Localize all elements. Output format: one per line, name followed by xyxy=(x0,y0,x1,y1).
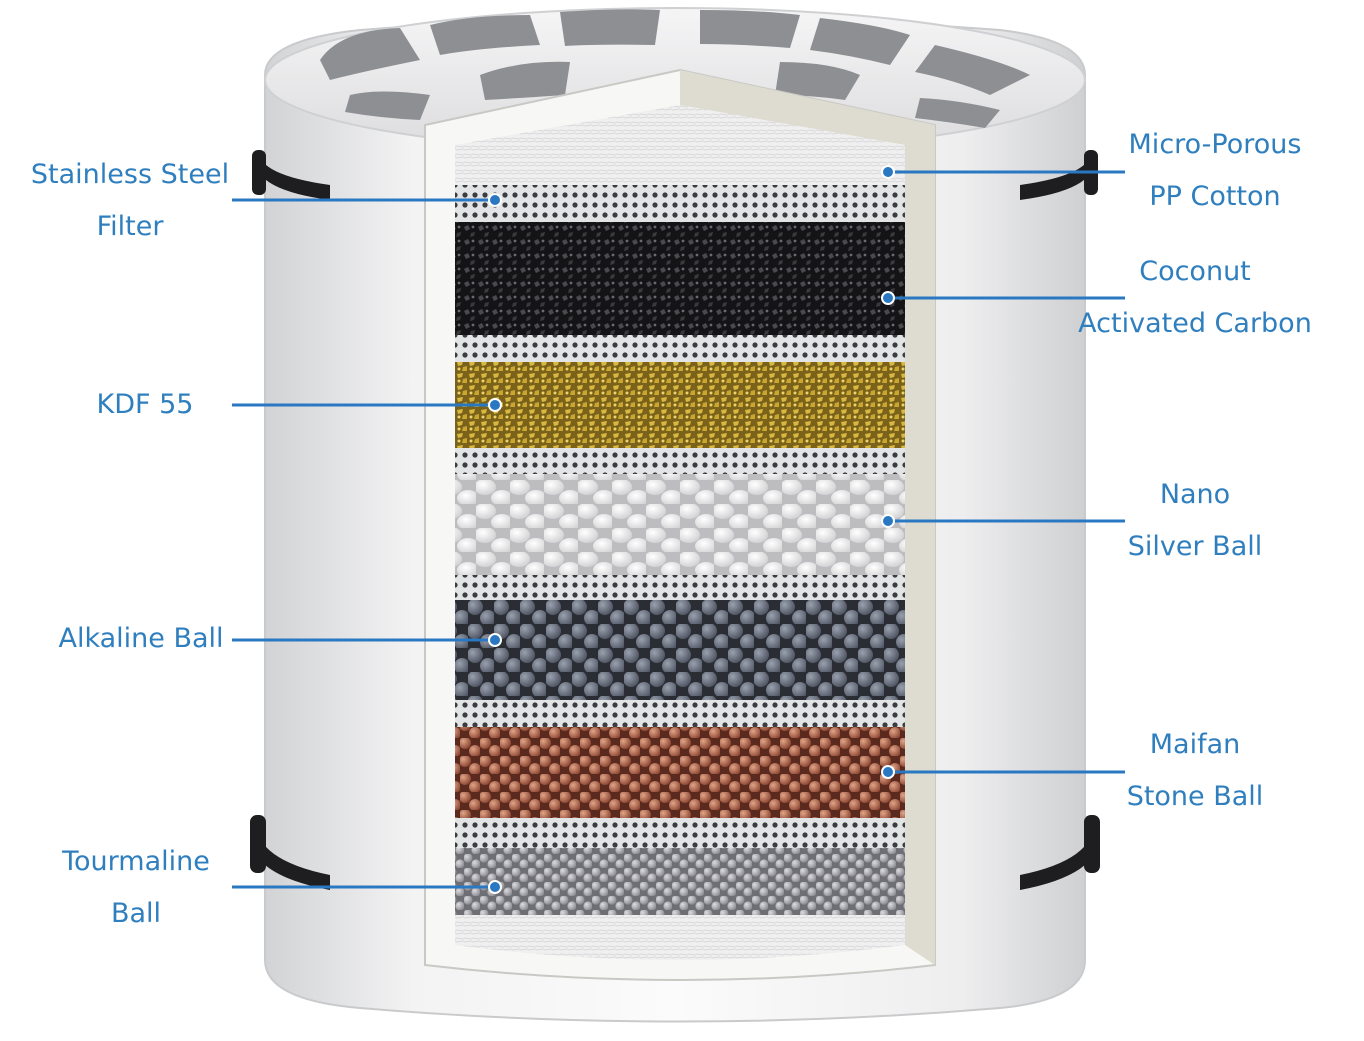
layer-bottom-cotton xyxy=(455,915,905,960)
top-cap-openings xyxy=(320,9,1030,128)
layer-steel-mesh-1 xyxy=(455,185,905,225)
upper-seal-ring xyxy=(255,150,330,200)
cutaway-right-wall xyxy=(680,70,935,965)
leader-dot-pp-cotton xyxy=(881,165,895,179)
layer-steel-mesh-6 xyxy=(455,818,905,850)
label-kdf55: KDF 55 xyxy=(60,379,230,431)
layer-steel-mesh-3 xyxy=(455,448,905,476)
leader-dot-stainless-steel xyxy=(488,193,502,207)
leader-dot-carbon xyxy=(881,291,895,305)
label-line: Micro-Porous xyxy=(1128,129,1302,160)
filter-layers xyxy=(455,105,905,960)
label-line: KDF 55 xyxy=(96,389,194,420)
label-tourmaline-ball: Tourmaline Ball xyxy=(40,836,232,940)
leader-dot-nano-silver xyxy=(881,514,895,528)
label-line: Ball xyxy=(110,898,162,929)
layer-tourmaline xyxy=(455,848,905,918)
layer-kdf55 xyxy=(455,362,905,452)
lower-seal-ring xyxy=(250,820,330,890)
layer-steel-mesh-5 xyxy=(455,700,905,730)
label-alkaline-ball: Alkaline Ball xyxy=(50,613,232,665)
label-line: Filter xyxy=(96,211,164,242)
layer-alkaline xyxy=(455,600,905,705)
lower-seal-ring-right-edge xyxy=(1084,815,1100,873)
lower-seal-ring-right xyxy=(1020,820,1100,890)
label-line: Activated Carbon xyxy=(1078,308,1312,339)
label-line: Maifan xyxy=(1149,729,1241,760)
leader-dot-tourmaline xyxy=(488,880,502,894)
layer-steel-mesh-4 xyxy=(455,575,905,603)
upper-seal-ring-right xyxy=(1020,150,1095,200)
leader-lines xyxy=(232,165,1125,894)
label-line: Nano xyxy=(1159,479,1231,510)
label-line: Silver Ball xyxy=(1127,531,1263,562)
layer-steel-mesh-2 xyxy=(455,335,905,365)
lower-seal-ring-left-edge xyxy=(250,815,266,873)
leader-dot-maifan xyxy=(881,765,895,779)
label-nano-silver-ball: Nano Silver Ball xyxy=(1110,469,1280,573)
label-coconut-activated-carbon: Coconut Activated Carbon xyxy=(1075,246,1315,350)
layer-coconut-carbon xyxy=(455,222,905,340)
label-line: Tourmaline xyxy=(62,846,210,877)
layer-nano-silver xyxy=(455,474,905,580)
upper-seal-ring-left-edge xyxy=(252,150,266,195)
layer-maifan xyxy=(455,727,905,823)
label-stainless-steel-filter: Stainless Steel Filter xyxy=(30,149,230,253)
label-line: Coconut xyxy=(1139,256,1251,287)
label-micro-porous-pp-cotton: Micro-Porous PP Cotton xyxy=(1110,119,1320,223)
label-line: Stone Ball xyxy=(1126,781,1264,812)
label-line: Stainless Steel xyxy=(30,159,230,190)
label-line: Alkaline Ball xyxy=(58,623,224,654)
leader-dot-kdf xyxy=(488,398,502,412)
label-line: PP Cotton xyxy=(1149,181,1281,212)
leader-dot-alkaline xyxy=(488,633,502,647)
label-maifan-stone-ball: Maifan Stone Ball xyxy=(1110,719,1280,823)
